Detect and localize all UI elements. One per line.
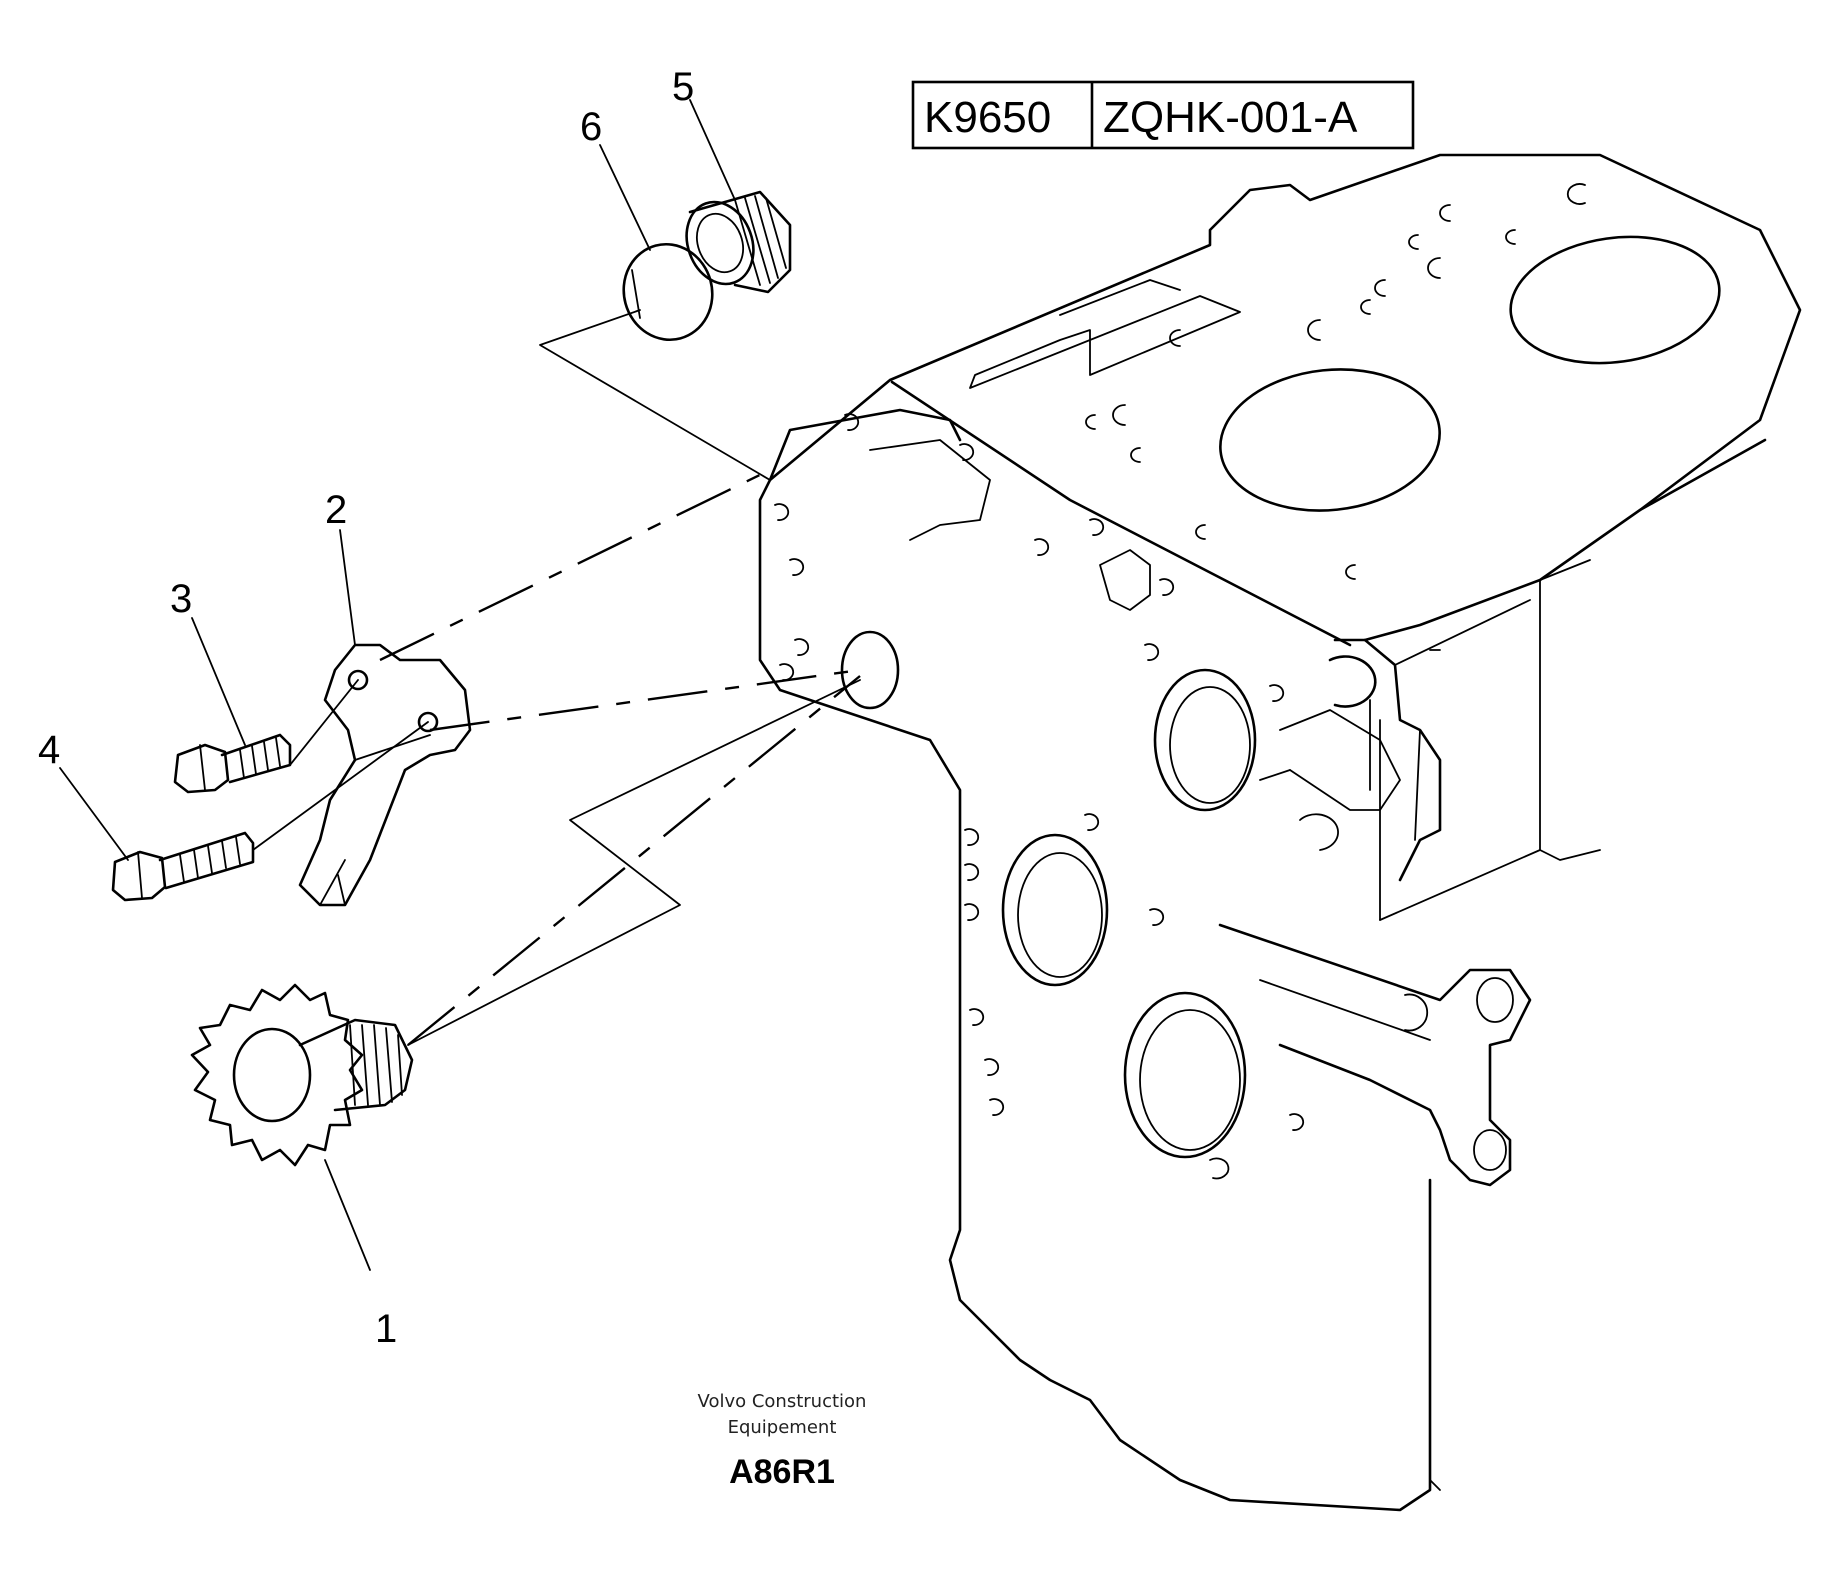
part-2-bracket (298, 643, 472, 907)
assembly-lines (252, 309, 861, 1046)
callout-2: 2 (325, 488, 347, 532)
company-name-line1: Volvo Construction (698, 1391, 867, 1412)
part-6-plug (622, 242, 714, 342)
callout-6: 6 (580, 105, 602, 149)
engine-block (758, 153, 1802, 1512)
reference-group: ZQHK-001-A (1103, 93, 1358, 142)
reference-code: K9650 (924, 93, 1051, 142)
part-3-bolt (173, 733, 292, 794)
callout-4: 4 (38, 728, 60, 772)
part-5-bushing (685, 190, 792, 294)
part-4-bolt (111, 831, 255, 902)
callout-5: 5 (672, 65, 694, 109)
callout-3: 3 (170, 577, 192, 621)
callout-leaders (59, 99, 736, 1271)
callout-1: 1 (375, 1307, 397, 1351)
part-1-gear (190, 983, 414, 1167)
drawing-id: A86R1 (729, 1453, 835, 1491)
company-name-line2: Equipement (728, 1417, 837, 1438)
callout-labels: 1 2 3 4 5 6 (38, 65, 694, 1351)
footer: Volvo Construction Equipement A86R1 (698, 1391, 867, 1491)
reference-box: K9650 ZQHK-001-A (911, 80, 1415, 150)
